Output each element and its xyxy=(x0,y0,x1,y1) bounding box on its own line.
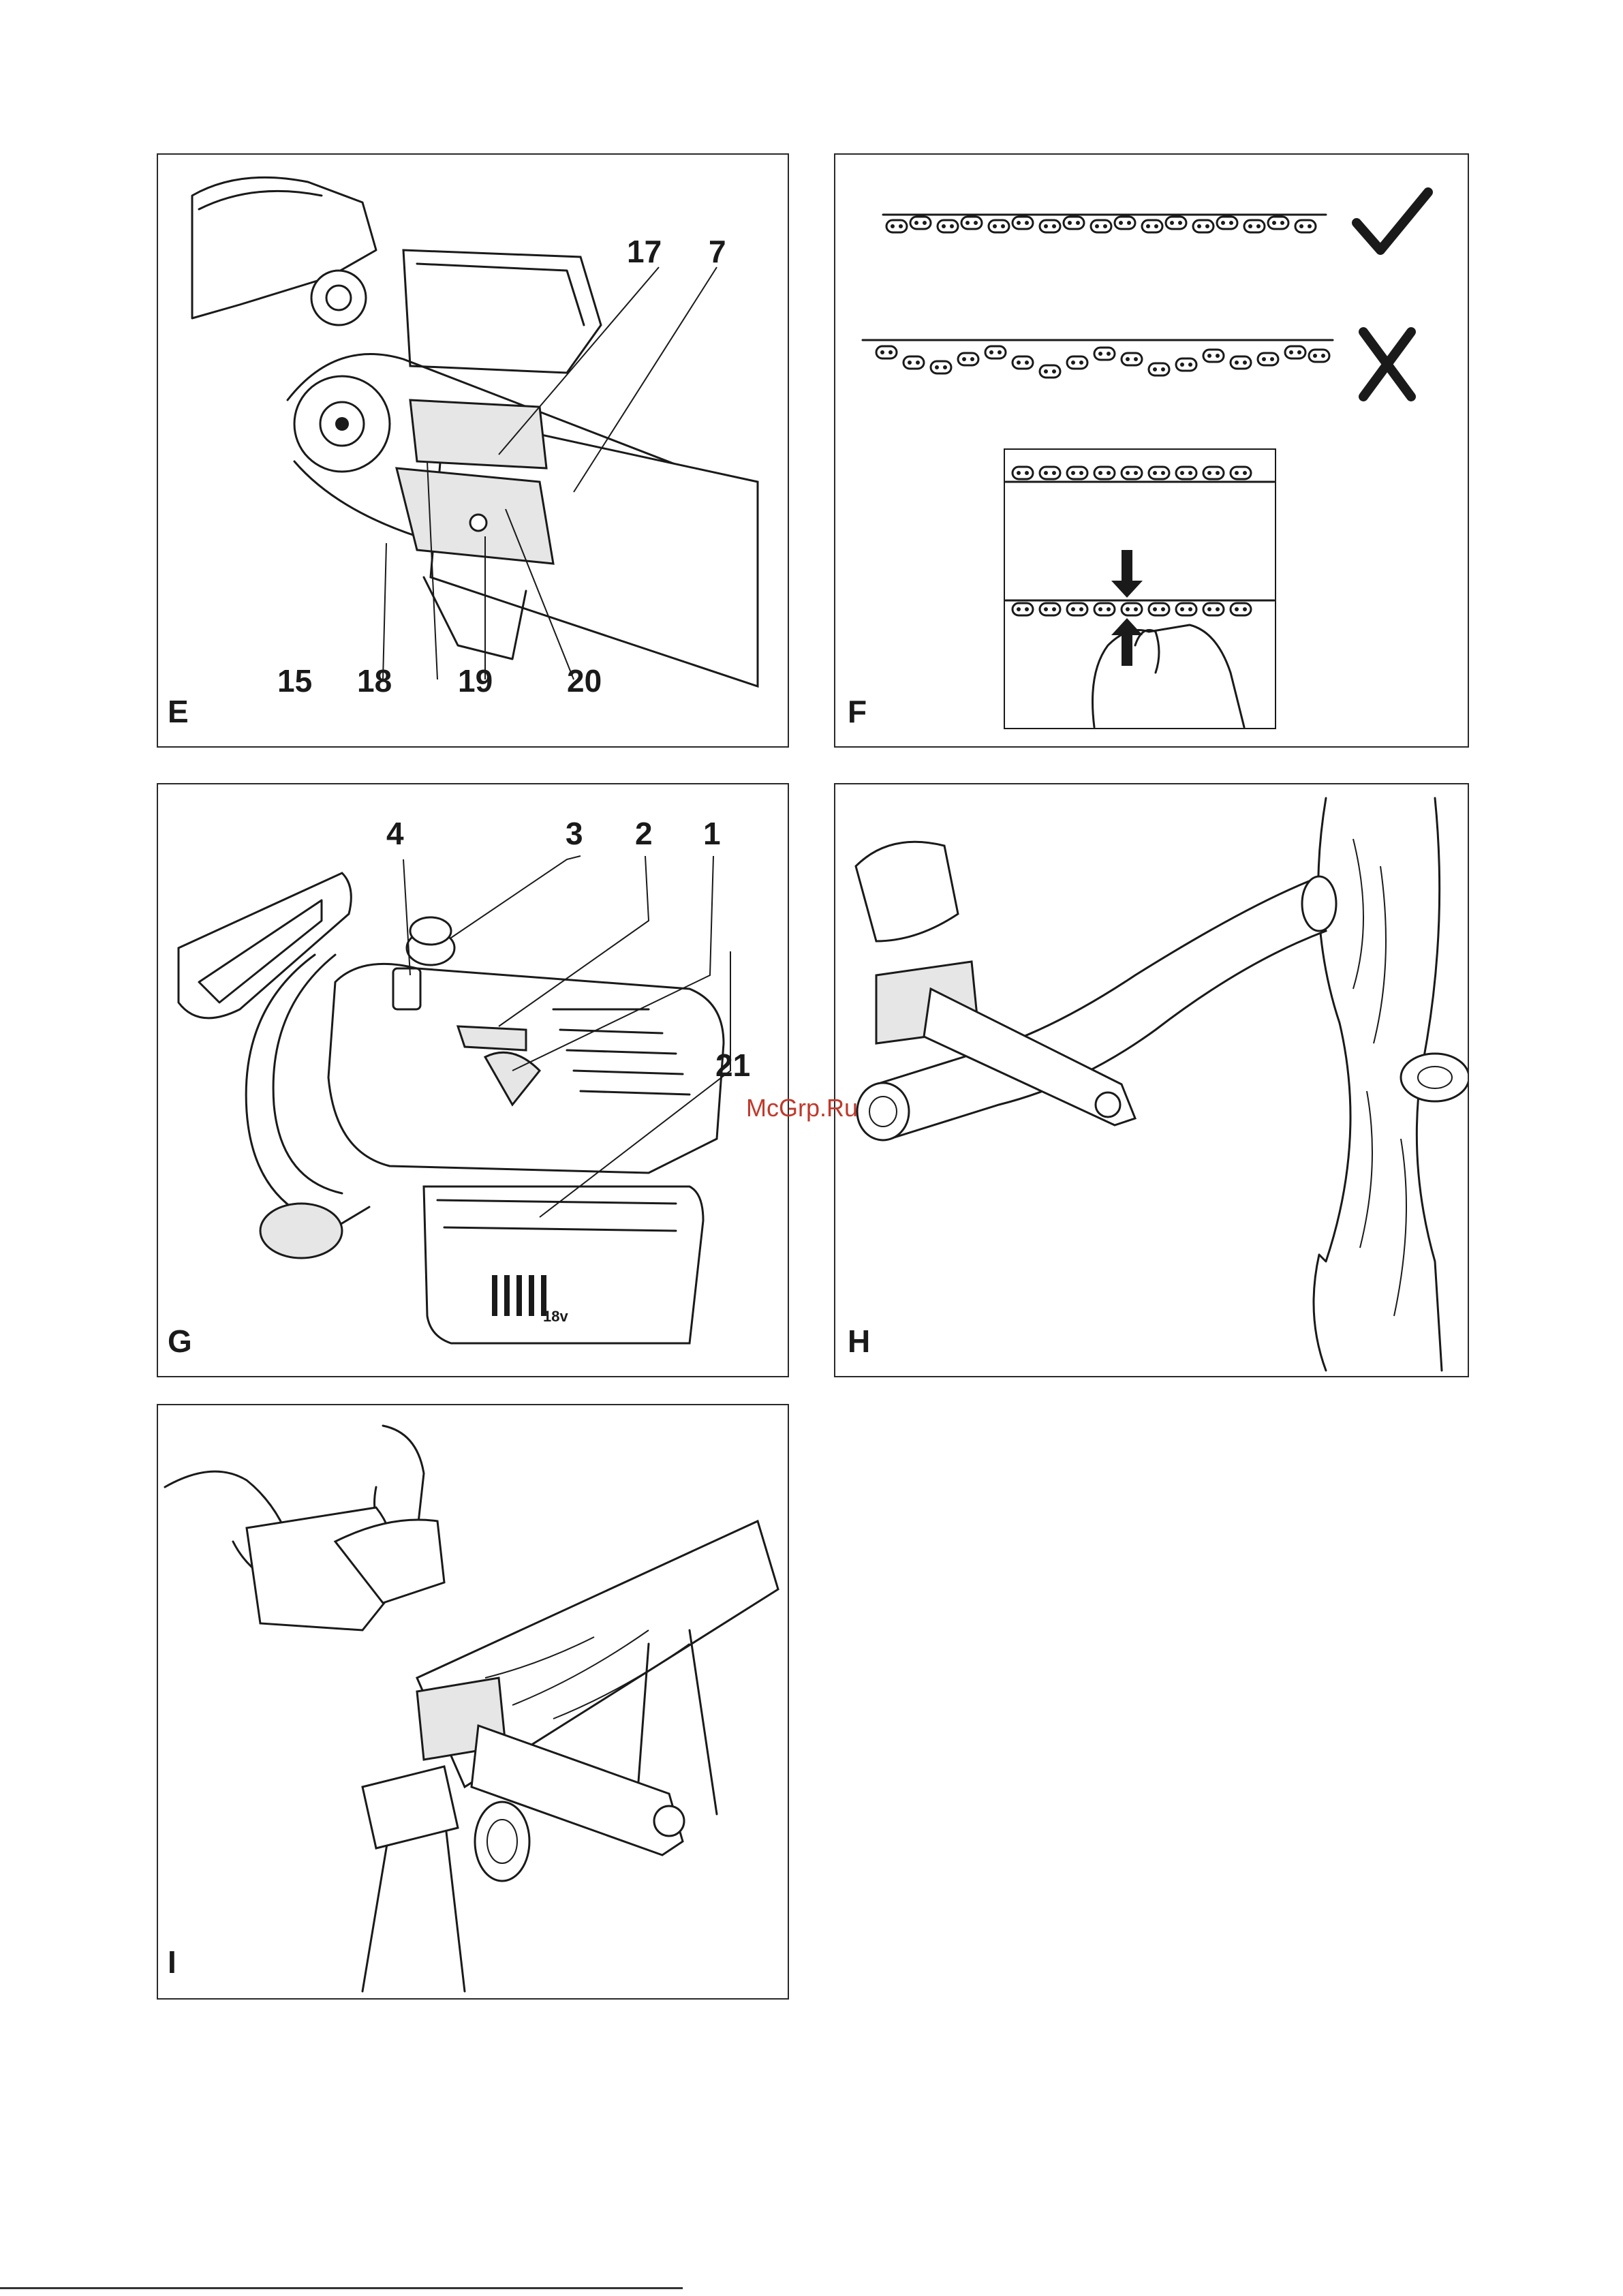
chain-taut xyxy=(886,217,1316,232)
figure-panel-f: F xyxy=(834,153,1469,748)
callout-21: 21 xyxy=(715,1047,750,1084)
battery-label: 18v xyxy=(543,1308,568,1326)
figure-panel-i: I xyxy=(157,1404,789,2000)
callout-17: 17 xyxy=(627,233,662,270)
illustration-chainsaw-controls xyxy=(158,784,788,1376)
illustration-chain-tension xyxy=(835,155,1468,746)
illustration-chain-sprocket xyxy=(158,155,788,746)
figure-panel-e: 17 7 15 18 19 20 E xyxy=(157,153,789,748)
callout-3: 3 xyxy=(566,815,583,852)
callout-1: 1 xyxy=(703,815,721,852)
callout-18: 18 xyxy=(357,662,392,699)
figure-panel-g: 4 3 2 1 21 18v G xyxy=(157,783,789,1377)
cross-icon xyxy=(1363,332,1411,397)
panel-letter-h: H xyxy=(848,1323,870,1360)
panel-letter-e: E xyxy=(168,693,189,730)
chain-slack xyxy=(876,346,1329,378)
figure-panel-h: H xyxy=(834,783,1469,1377)
callout-15: 15 xyxy=(277,662,312,699)
panel-letter-g: G xyxy=(168,1323,192,1360)
panel-letter-i: I xyxy=(168,1944,176,1980)
watermark: McGrp.Ru xyxy=(746,1094,858,1122)
callout-19: 19 xyxy=(458,662,493,699)
check-icon xyxy=(1357,192,1428,250)
callout-20: 20 xyxy=(567,662,602,699)
callout-7: 7 xyxy=(709,233,726,270)
illustration-sawing-log xyxy=(158,1405,788,1998)
footer-rule xyxy=(0,2287,683,2289)
panel-letter-f: F xyxy=(848,693,867,730)
callout-2: 2 xyxy=(635,815,653,852)
callout-4: 4 xyxy=(386,815,404,852)
illustration-cutting-branch xyxy=(835,784,1468,1376)
